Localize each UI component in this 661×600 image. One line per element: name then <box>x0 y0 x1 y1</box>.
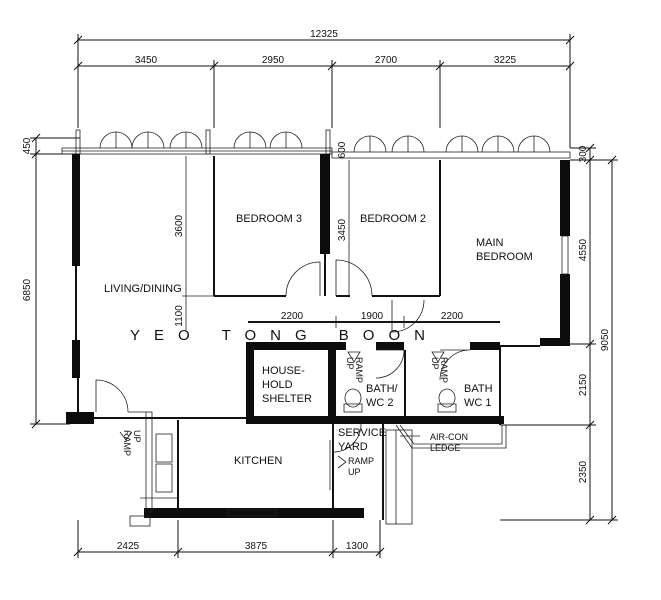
inner-dimensions: 3600 1100 3450 600 2200 1900 2200 <box>174 141 500 330</box>
bath-1-label-2: WC 1 <box>464 397 492 409</box>
ramp-arrow-icon <box>347 351 361 363</box>
fixtures <box>119 351 457 469</box>
ramp-arrow-icon <box>337 455 347 469</box>
right-dimensions: 300 4550 2150 2350 9050 <box>500 143 618 525</box>
dim-top-3: 2700 <box>375 55 398 66</box>
dim-right-overall: 9050 <box>600 328 611 351</box>
ramp-service-label-2: UP <box>348 467 361 477</box>
shelter-label-3: SHELTER <box>262 393 312 405</box>
bottom-dimensions: 2425 3875 1300 <box>73 520 385 558</box>
ramp-entry-label-1: RAMP <box>122 430 132 456</box>
ramp-arrow-icon <box>431 351 445 363</box>
bath-2-label-2: WC 2 <box>366 397 394 409</box>
dim-corridor-c: 2200 <box>441 311 464 322</box>
ramp-bath1-label-2: UP <box>430 357 440 370</box>
dim-right-3: 2150 <box>578 373 589 396</box>
left-dimensions: 450 6850 <box>22 133 80 429</box>
facade-windows <box>61 129 571 159</box>
dim-corridor-b: 1900 <box>361 311 384 322</box>
kitchen-label: KITCHEN <box>234 455 282 467</box>
room-labels: BEDROOM 3 BEDROOM 2 MAIN BEDROOM LIVING/… <box>104 213 533 467</box>
dim-overall-top: 12325 <box>310 29 338 40</box>
dim-bottom-2: 3875 <box>245 541 268 552</box>
living-dining-label: LIVING/DINING <box>104 283 182 295</box>
ramp-labels: RAMP UP RAMP UP RAMP UP RAMP UP <box>122 357 449 477</box>
aircon-ledge-label-2: LEDGE <box>430 443 461 453</box>
ramp-bath2-label-2: UP <box>345 357 355 370</box>
dim-living-b: 1100 <box>174 305 185 327</box>
toilet-icon <box>437 388 457 413</box>
dim-bedroom-b: 600 <box>337 141 348 158</box>
shelter-label-1: HOUSE- <box>262 365 305 377</box>
doors <box>95 259 471 490</box>
dim-left-2: 6850 <box>22 278 33 301</box>
ramp-entry-label-2: UP <box>132 430 142 443</box>
dim-right-2: 4550 <box>578 238 589 261</box>
bath-1-label-1: BATH <box>464 383 493 395</box>
service-yard-label-1: SERVICE <box>338 427 386 439</box>
aircon-ledge-label-1: AIR-CON <box>430 432 468 442</box>
dim-living-a: 3600 <box>174 214 185 237</box>
ramp-service-label-1: RAMP <box>348 456 374 466</box>
bedroom-3-label: BEDROOM 3 <box>236 213 302 225</box>
ramp-bath1-label-1: RAMP <box>439 357 449 383</box>
main-bedroom-label-2: BEDROOM <box>476 251 533 263</box>
dim-bottom-1: 2425 <box>117 541 140 552</box>
dim-corridor-a: 2200 <box>281 311 304 322</box>
dim-top-2: 2950 <box>262 55 285 66</box>
dim-right-4: 2350 <box>578 460 589 483</box>
dim-left-1: 450 <box>22 137 33 154</box>
watermark: YEO TONG BOON <box>130 327 439 344</box>
shelter-label-2: HOLD <box>262 379 293 391</box>
ramp-arrow-icon <box>119 431 133 441</box>
dim-right-1: 300 <box>578 145 589 162</box>
bedroom-2-label: BEDROOM 2 <box>360 213 426 225</box>
bath-2-label-1: BATH/ <box>366 383 399 395</box>
toilet-icon <box>343 388 363 413</box>
main-bedroom-label-1: MAIN <box>476 237 504 249</box>
dim-bottom-3: 1300 <box>346 541 369 552</box>
service-yard-label-2: YARD <box>338 441 368 453</box>
dim-bedroom: 3450 <box>337 218 348 241</box>
dim-top-1: 3450 <box>135 55 158 66</box>
walls <box>66 154 570 527</box>
top-dimensions: 12325 3450 2950 2700 3225 <box>73 29 575 148</box>
dim-top-4: 3225 <box>494 55 517 66</box>
ramp-bath2-label-1: RAMP <box>354 357 364 383</box>
